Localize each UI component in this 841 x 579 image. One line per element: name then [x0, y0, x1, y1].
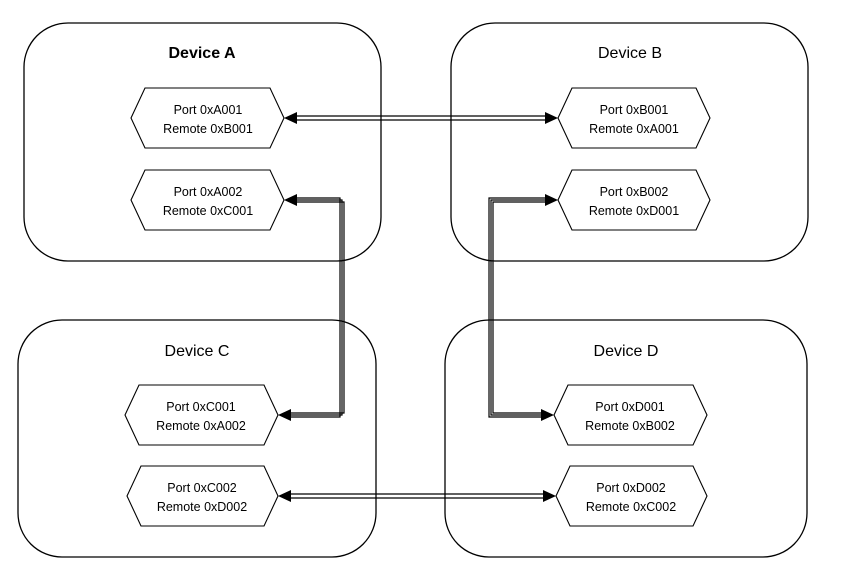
port-c001-remote: Remote 0xA002 — [156, 419, 246, 433]
port-b001: Port 0xB001 Remote 0xA001 — [557, 87, 711, 149]
port-a001-shape — [130, 87, 285, 149]
arrowhead-d002 — [543, 490, 556, 502]
connection-b002-d001-line-3 — [490, 199, 545, 416]
connection-a002-c001-line-2 — [290, 201, 345, 414]
device-c: Device C Port 0xC001 Remote 0xA002 Port … — [17, 319, 377, 558]
port-c001-label: Port 0xC001 — [166, 400, 236, 414]
arrowhead-d001 — [541, 409, 554, 421]
port-b001-remote: Remote 0xA001 — [589, 122, 679, 136]
connection-a002-c001-line-1 — [290, 197, 341, 418]
arrowhead-c002 — [278, 490, 291, 502]
port-c001-shape — [124, 384, 279, 446]
port-d002: Port 0xD002 Remote 0xC002 — [555, 465, 708, 527]
connection-b002-d001-line-2 — [492, 201, 545, 414]
connection-a002-c001-line-3 — [290, 199, 343, 416]
port-c002-remote: Remote 0xD002 — [157, 500, 247, 514]
device-d-title: Device D — [594, 343, 659, 360]
port-d001-shape — [553, 384, 708, 446]
device-b: Device B Port 0xB001 Remote 0xA001 Port … — [450, 22, 809, 262]
arrowhead-c001 — [278, 409, 291, 421]
port-a001-remote: Remote 0xB001 — [163, 122, 253, 136]
connection-b002-d001 — [488, 194, 558, 421]
port-b001-label: Port 0xB001 — [600, 103, 669, 117]
arrowhead-a001 — [284, 112, 297, 124]
connection-a002-c001 — [278, 194, 345, 421]
port-b002-shape — [557, 169, 711, 231]
port-d002-shape — [555, 465, 708, 527]
port-a001: Port 0xA001 Remote 0xB001 — [130, 87, 285, 149]
connection-c002-d002 — [278, 490, 556, 502]
device-a-title: Device A — [169, 45, 236, 62]
device-d: Device D Port 0xD001 Remote 0xB002 Port … — [444, 319, 808, 558]
port-c001: Port 0xC001 Remote 0xA002 — [124, 384, 279, 446]
port-b002-label: Port 0xB002 — [600, 185, 669, 199]
arrowhead-a002 — [284, 194, 297, 206]
arrowhead-b002 — [545, 194, 558, 206]
port-a002-shape — [130, 169, 285, 231]
port-a001-label: Port 0xA001 — [174, 103, 243, 117]
arrowhead-b001 — [545, 112, 558, 124]
device-c-title: Device C — [165, 343, 230, 360]
port-d002-remote: Remote 0xC002 — [586, 500, 676, 514]
port-c002-shape — [126, 465, 279, 527]
port-c002: Port 0xC002 Remote 0xD002 — [126, 465, 279, 527]
port-a002-remote: Remote 0xC001 — [163, 204, 253, 218]
port-a002-label: Port 0xA002 — [174, 185, 243, 199]
connection-a001-b001 — [284, 112, 558, 124]
port-a002: Port 0xA002 Remote 0xC001 — [130, 169, 285, 231]
device-b-title: Device B — [598, 45, 662, 62]
port-c002-label: Port 0xC002 — [167, 481, 237, 495]
port-d001-label: Port 0xD001 — [595, 400, 665, 414]
port-d001: Port 0xD001 Remote 0xB002 — [553, 384, 708, 446]
port-b001-shape — [557, 87, 711, 149]
port-b002: Port 0xB002 Remote 0xD001 — [557, 169, 711, 231]
port-b002-remote: Remote 0xD001 — [589, 204, 679, 218]
device-a: Device A Port 0xA001 Remote 0xB001 Port … — [23, 22, 382, 262]
port-d001-remote: Remote 0xB002 — [585, 419, 675, 433]
port-d002-label: Port 0xD002 — [596, 481, 666, 495]
connection-b002-d001-line-1 — [488, 197, 545, 418]
